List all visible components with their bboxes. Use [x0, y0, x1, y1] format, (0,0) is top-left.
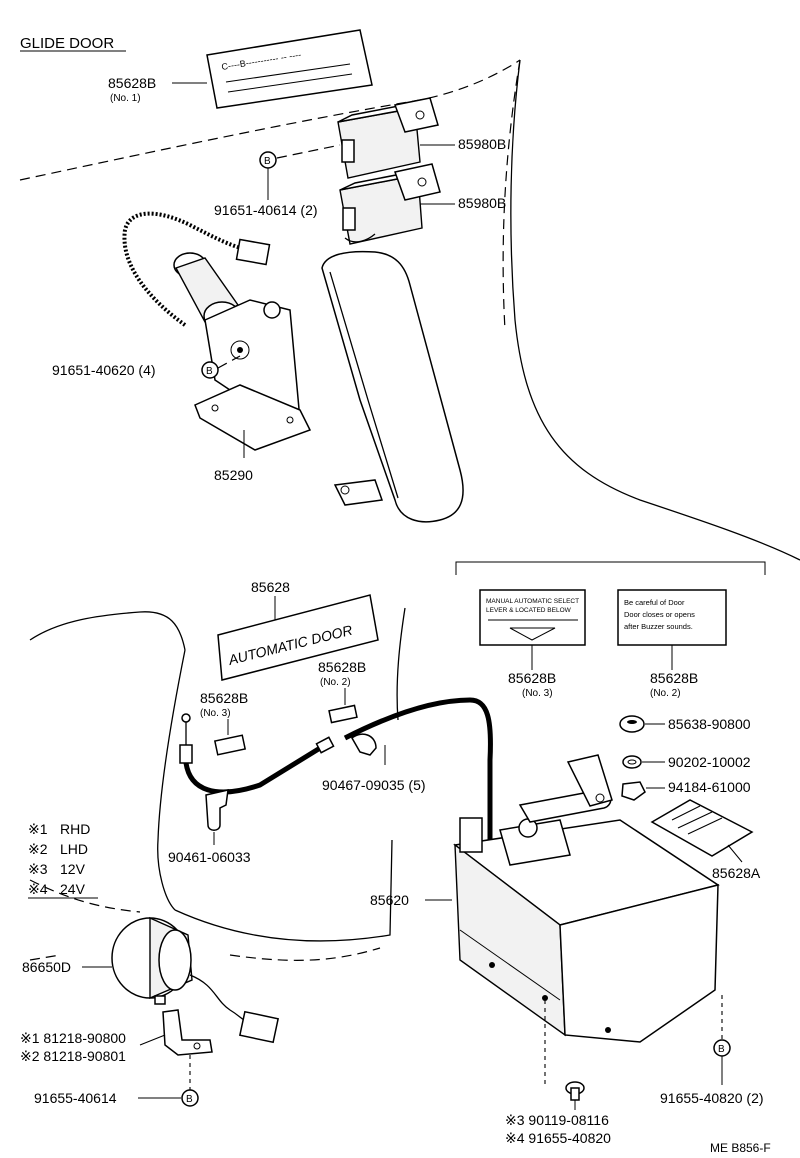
relay-upper — [337, 97, 439, 179]
door-controller-85620 — [453, 754, 720, 1043]
callout-b-4 — [181, 1089, 199, 1107]
part-number-85628b-no2-mid: 85628B — [318, 659, 366, 675]
part-number-90202-10002: 90202-10002 — [668, 754, 751, 770]
legend-mark-2: ※2 — [28, 841, 48, 857]
part-sub-no2-mid: (No. 2) — [320, 677, 351, 688]
legend-mark-4: ※4 — [28, 881, 48, 897]
part-number-90467-09035: 90467-09035 (5) — [322, 777, 426, 793]
part-number-85628b-no1: 85628B — [108, 75, 156, 91]
legend: ※1 RHD ※2 LHD ※3 12V ※4 24V — [28, 821, 98, 899]
part-sub-no2-right: (No. 2) — [650, 688, 681, 699]
callout-b-2-letter: B — [206, 366, 213, 377]
part-number-85628b-no2-right: 85628B — [650, 670, 698, 686]
nut-94184 — [621, 781, 646, 801]
release-cable — [179, 697, 493, 840]
door-caution-label: Be careful of Door Door closes or opens … — [617, 589, 727, 646]
door-rail-arm — [321, 250, 464, 523]
legend-text-1: RHD — [60, 821, 90, 837]
part-number-90119-08116: ※3 90119-08116 — [505, 1112, 609, 1128]
small-label-no3 — [213, 734, 247, 756]
callout-b-2 — [201, 361, 219, 379]
legend-text-2: LHD — [60, 841, 88, 857]
caution-label-line-2: Door closes or opens — [624, 610, 695, 619]
part-number-85628: 85628 — [251, 579, 290, 595]
part-number-91655-40820-a: ※4 91655-40820 — [505, 1130, 611, 1146]
part-number-85638-90800: 85638-90800 — [668, 716, 751, 732]
select-label-line-2: LEVER & LOCATED BELOW — [486, 607, 572, 614]
part-number-91651-40620: 91651-40620 (4) — [52, 362, 156, 378]
legend-text-3: 12V — [60, 861, 86, 877]
part-number-91655-40614: 91655-40614 — [34, 1090, 117, 1106]
select-label-line-1: MANUAL AUTOMATIC SELECT — [486, 598, 579, 605]
part-sub-no3-right: (No. 3) — [522, 688, 553, 699]
part-number-85628a: 85628A — [712, 865, 761, 881]
part-number-85290: 85290 — [214, 467, 253, 483]
callout-b-1-letter: B — [264, 156, 271, 167]
part-number-81218-90801: ※2 81218-90801 — [20, 1048, 126, 1064]
part-number-94184-61000: 94184-61000 — [668, 779, 751, 795]
door-motor-assembly — [122, 211, 312, 451]
part-number-85628b-no3-right: 85628B — [508, 670, 556, 686]
legend-mark-1: ※1 — [28, 821, 48, 837]
part-number-85980b-2: 85980B — [458, 195, 506, 211]
part-sub-no3-mid: (No. 3) — [200, 708, 231, 719]
label-plate-no1: C----B----------- -- ---- — [206, 29, 373, 109]
diagram-title: GLIDE DOOR — [20, 35, 114, 52]
part-number-91655-40820-b: 91655-40820 (2) — [660, 1090, 764, 1106]
part-number-85620: 85620 — [370, 892, 409, 908]
caution-label-line-1: Be careful of Door — [624, 598, 685, 607]
part-number-85980b-1: 85980B — [458, 136, 506, 152]
body-outline-lower — [29, 607, 406, 961]
part-number-81218-90800: ※1 81218-90800 — [20, 1030, 126, 1046]
part-number-90461-06033: 90461-06033 — [168, 849, 251, 865]
caution-label-line-3: after Buzzer sounds. — [624, 622, 693, 631]
part-number-91651-40614: 91651-40614 (2) — [214, 202, 318, 218]
body-outline-upper — [19, 59, 800, 561]
grommet-85638 — [619, 715, 645, 733]
part-sub-no1: (No. 1) — [110, 93, 141, 104]
small-label-no2 — [328, 704, 358, 724]
legend-mark-3: ※3 — [28, 861, 48, 877]
callout-b-4-letter: B — [186, 1094, 193, 1105]
part-number-85628b-no3-mid: 85628B — [200, 690, 248, 706]
legend-text-4: 24V — [60, 881, 86, 897]
footer-code: ME B856-F — [710, 1141, 771, 1155]
select-lever-label: MANUAL AUTOMATIC SELECT LEVER & LOCATED … — [479, 589, 586, 646]
part-number-86650d: 86650D — [22, 959, 71, 975]
washer-90202 — [622, 755, 642, 769]
label-85628a — [650, 799, 754, 857]
relay-lower — [339, 163, 441, 245]
buzzer-86650d — [111, 916, 280, 1056]
screw-90119 — [565, 1081, 585, 1101]
callout-b-3-letter: B — [718, 1044, 725, 1055]
